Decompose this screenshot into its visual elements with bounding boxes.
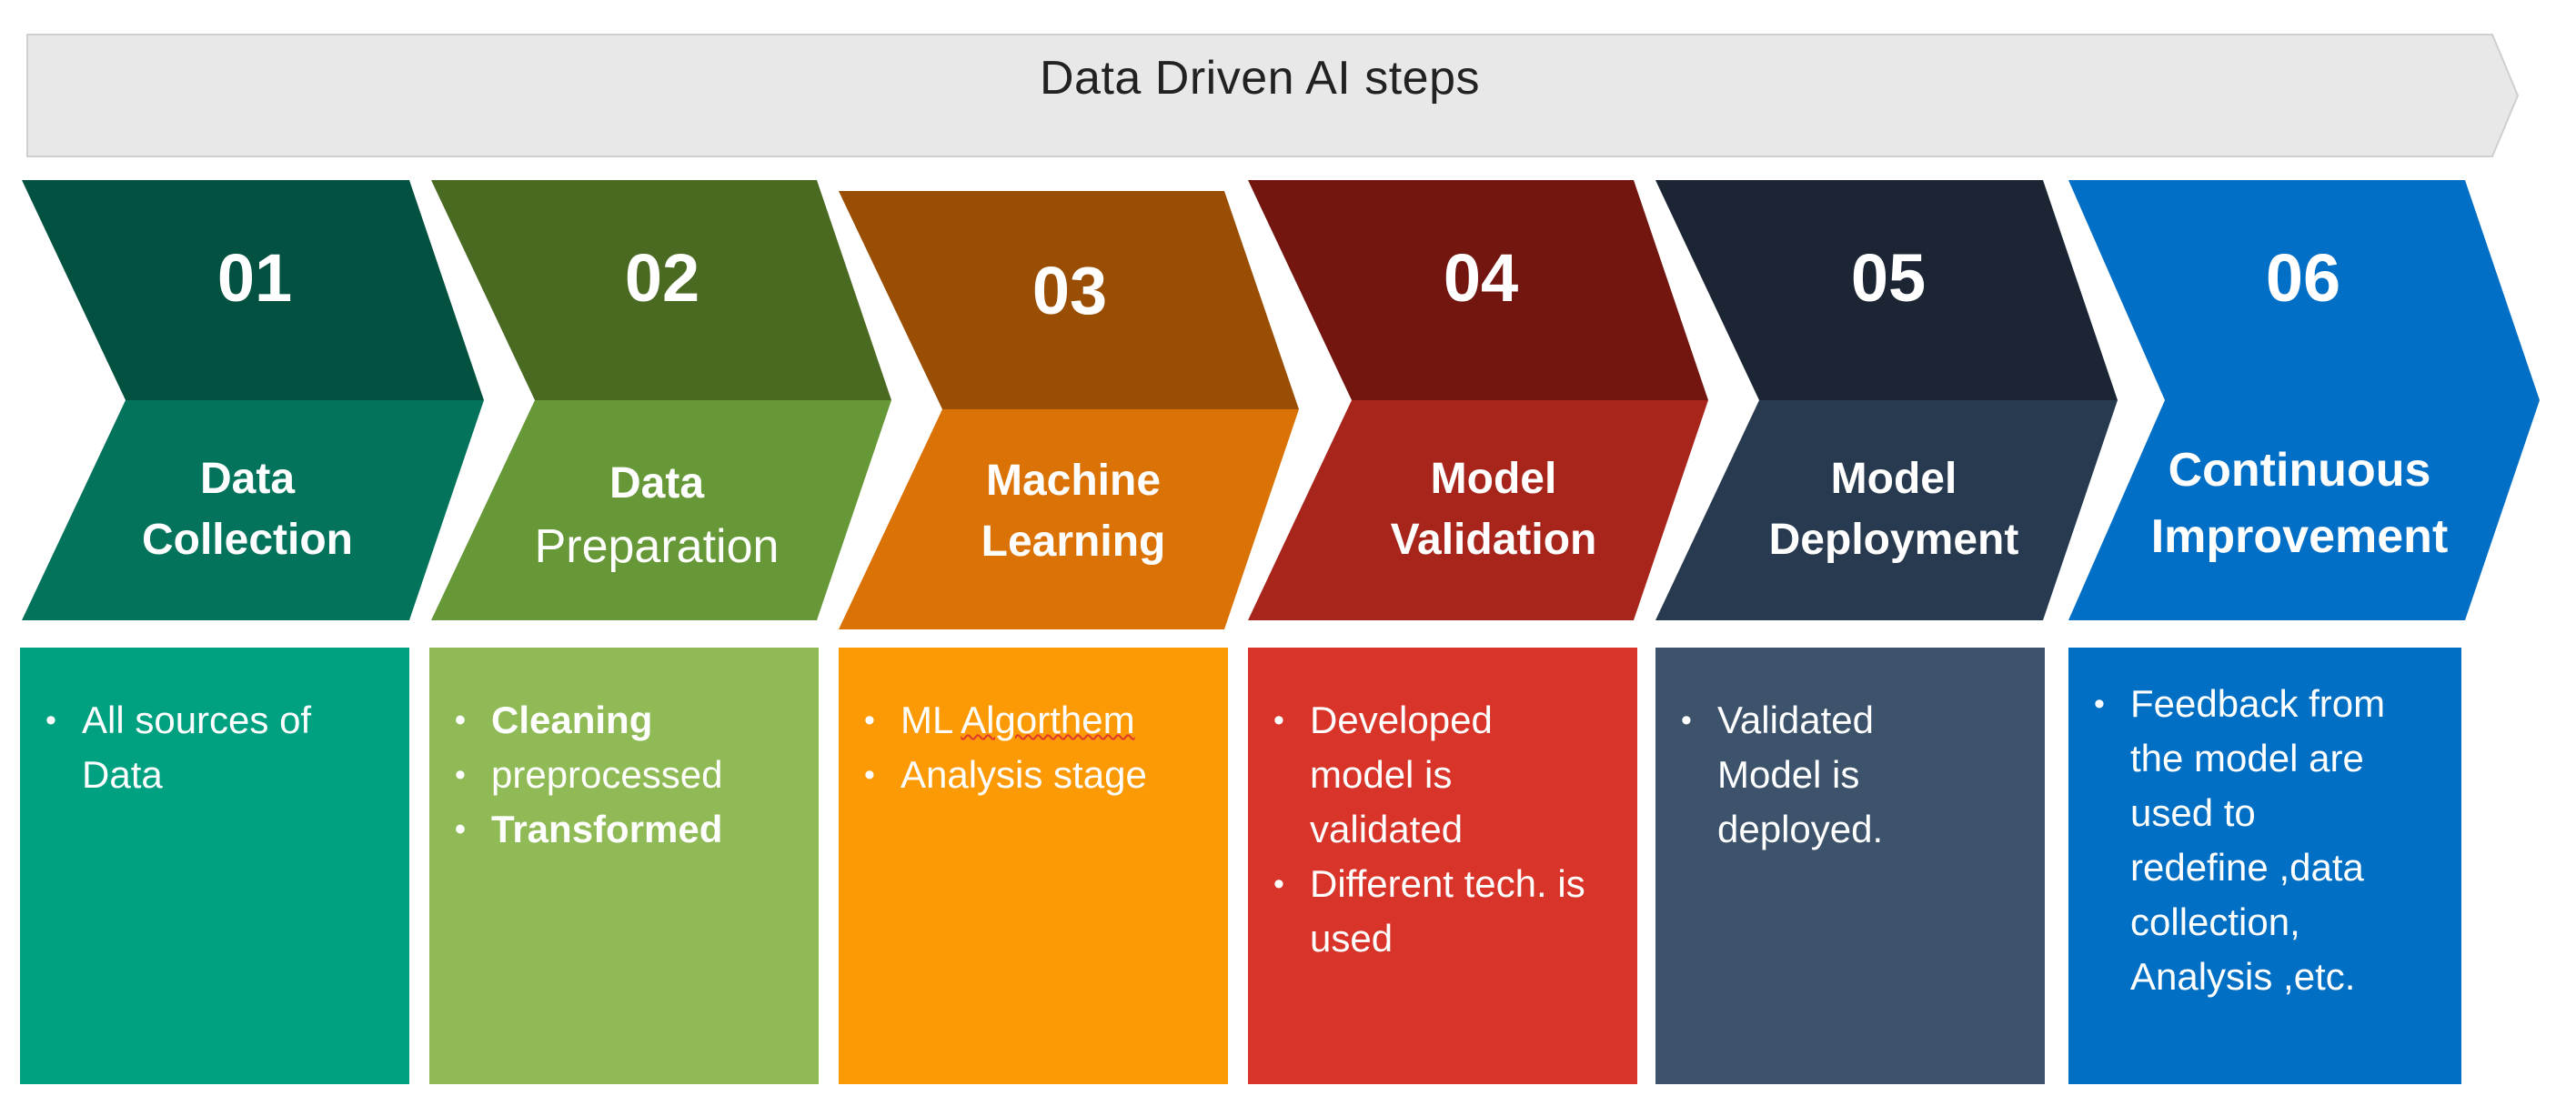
step-02-title: Data Preparation [484, 435, 830, 598]
step-01-chevron [22, 180, 484, 620]
step-04-title-line2: Validation [1390, 516, 1597, 564]
step-04-title-line1: Model [1430, 454, 1557, 503]
step-03-number: 03 [1031, 252, 1108, 328]
diagram-title: Data Driven AI steps [1040, 52, 1480, 105]
step-01-details: All sources of Data [20, 648, 409, 1084]
step-05-title-line2: Deployment [1768, 516, 2019, 564]
bullet-item: ML Algorthem [862, 693, 1210, 748]
step-02-title-line1: Data [609, 459, 705, 508]
step-05-title: Model Deployment [1721, 427, 2067, 591]
step-04-number: 04 [1443, 239, 1519, 316]
step-01-title-line1: Data [199, 454, 296, 503]
step-06-title-line1: Continuous [2168, 444, 2431, 498]
bullet-item: Analysis stage [862, 748, 1210, 802]
step-01-title-line2: Collection [141, 516, 353, 564]
step-03-details: ML Algorthem Analysis stage [839, 648, 1228, 1084]
step-05-chevron [1655, 180, 2118, 620]
step-06-chevron [2068, 180, 2540, 620]
misspelled-word: Algorthem [961, 699, 1135, 741]
bullet-item: Cleaning [453, 693, 800, 748]
bullet-item: Developed model is validated [1272, 693, 1565, 857]
step-01-title: Data Collection [75, 427, 420, 591]
bullet-item: Different tech. is used [1272, 857, 1601, 966]
step-04-details: Developed model is validated Different t… [1248, 648, 1637, 1084]
step-06-title: Continuous Improvement [2108, 422, 2490, 586]
step-02-details: Cleaning preprocessed Transformed [429, 648, 819, 1084]
step-05-details: Validated Model is deployed. [1655, 648, 2045, 1084]
bullet-item: Feedback from the model are used to rede… [2092, 677, 2403, 1004]
step-03-title: Machine Learning [901, 429, 1246, 593]
step-05-title-line1: Model [1830, 454, 1957, 503]
step-04-title: Model Validation [1321, 427, 1666, 591]
bullet-item: Validated Model is deployed. [1679, 693, 1945, 857]
bullet-item: preprocessed [453, 748, 800, 802]
step-06-details: Feedback from the model are used to rede… [2068, 648, 2461, 1084]
bullet-item: All sources of Data [44, 693, 355, 802]
step-02-number: 02 [624, 239, 700, 316]
step-03-title-line2: Learning [981, 518, 1166, 566]
step-03-title-line1: Machine [985, 456, 1162, 505]
bullet-text: ML Algorthem [901, 699, 1135, 741]
bullet-item: Transformed [453, 802, 800, 857]
step-02-chevron [431, 180, 891, 620]
step-06-number: 06 [2265, 239, 2341, 316]
step-02-title-line2: Preparation [534, 520, 780, 574]
step-01-number: 01 [216, 239, 293, 316]
step-05-number: 05 [1850, 239, 1927, 316]
banner-arrow [26, 34, 2520, 157]
step-03-chevron [839, 191, 1299, 629]
step-06-title-line2: Improvement [2150, 510, 2449, 563]
step-04-chevron [1248, 180, 1708, 620]
